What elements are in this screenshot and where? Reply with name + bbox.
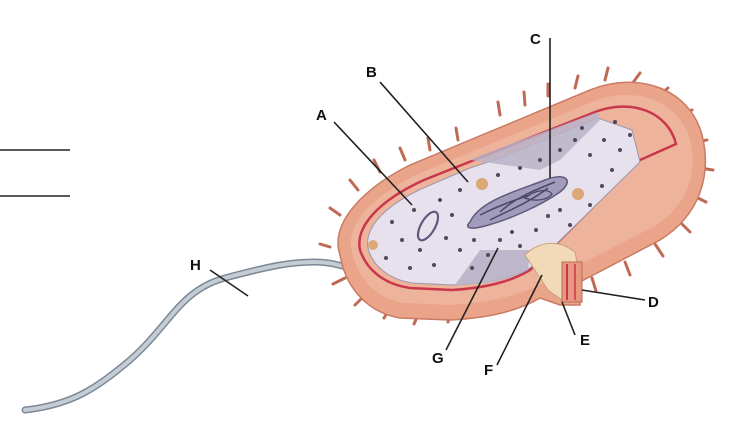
plasma-membrane: [358, 105, 678, 292]
label-h: H: [190, 257, 201, 274]
leader-line-h: [209, 269, 249, 297]
label-c: C: [530, 31, 541, 48]
plasmid: [416, 210, 440, 242]
granules: [368, 178, 584, 250]
leader-line-e: [561, 301, 576, 336]
leader-line-b: [379, 81, 469, 183]
cut-face-top: [470, 112, 600, 170]
nucleoid: [466, 176, 568, 229]
label-b: B: [366, 64, 377, 81]
label-a: A: [316, 107, 327, 124]
leader-line-a: [333, 121, 413, 206]
leader-line-d: [581, 289, 646, 301]
label-d: D: [648, 294, 659, 311]
label-e: E: [580, 332, 590, 349]
label-f: F: [484, 362, 493, 379]
leader-line-g: [445, 247, 499, 351]
label-g: G: [432, 350, 444, 367]
cut-face-bottom: [455, 250, 530, 285]
ribosomes: [384, 120, 632, 270]
leader-line-f: [496, 274, 543, 366]
flagellum: [21, 258, 376, 414]
cut-wall-layers: [524, 242, 583, 303]
